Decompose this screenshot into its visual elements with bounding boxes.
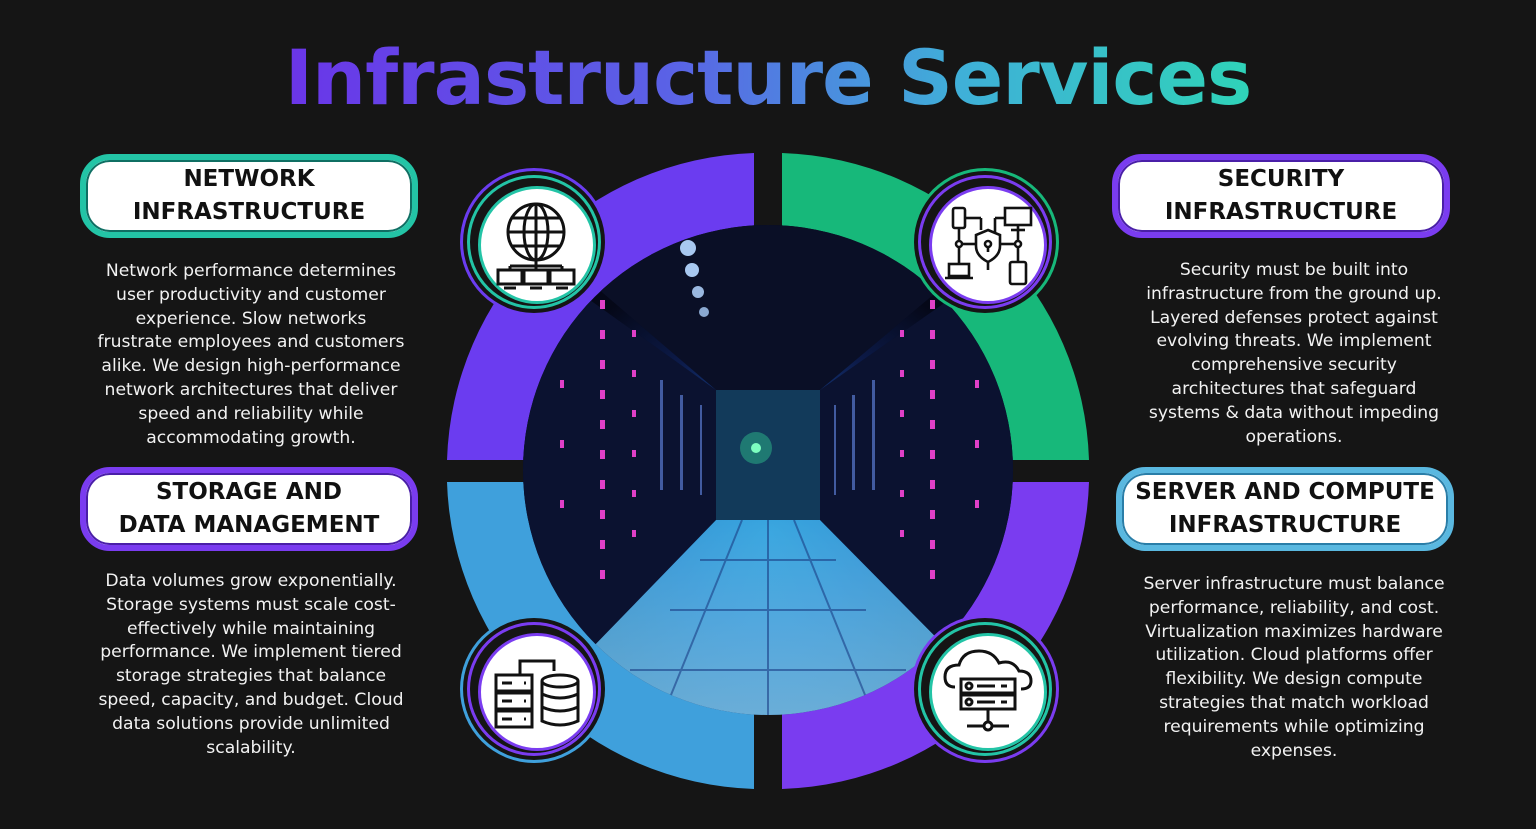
network-infrastructure-heading: NETWORK INFRASTRUCTURE [80,154,418,238]
network-desc-line: alike. We design high-performance [101,356,401,377]
page-title: Infrastructure Services [0,28,1536,128]
security-desc-line: Security must be built into [1179,260,1409,280]
storage-description: Data volumes grow exponentially. Storage… [76,570,426,760]
storage-desc-line: scalability. [206,737,296,758]
storage-desc-line: performance. We implement tiered [100,642,402,663]
server-heading-line-2: INFRASTRUCTURE [1168,512,1402,538]
storage-desc-line: Storage systems must scale cost- [106,594,396,615]
server-desc-line: strategies that match workload [1159,692,1429,713]
server-description: Server infrastructure must balance perfo… [1119,573,1469,763]
storage-heading-line-2: DATA MANAGEMENT [118,512,380,538]
server-heading-line-1: SERVER AND COMPUTE [1135,479,1435,505]
security-desc-line: infrastructure from the ground up. [1146,283,1442,304]
network-heading-line-2: INFRASTRUCTURE [132,199,366,225]
server-compute-heading: SERVER AND COMPUTE INFRASTRUCTURE [1116,467,1454,551]
cloud-server-icon [943,649,1033,732]
network-desc-line: experience. Slow networks [135,308,367,329]
security-network-icon [945,206,1033,286]
server-desc-line: expenses. [1250,740,1338,761]
datacenter-image [523,225,1013,715]
server-desc-line: Virtualization maximizes hardware [1145,621,1443,642]
security-heading-line-1: SECURITY [1217,166,1345,192]
network-icon-badge [467,175,601,309]
server-desc-line: utilization. Cloud platforms offer [1155,645,1433,666]
storage-heading-line-1: STORAGE AND [155,479,343,505]
network-desc-line: Network performance determines [105,261,397,281]
server-desc-line: requirements while optimizing [1163,716,1425,737]
storage-desc-line: effectively while maintaining [126,618,376,639]
security-desc-line: operations. [1245,426,1343,447]
page-title-text: Infrastructure Services [284,33,1253,122]
network-desc-line: network architectures that deliver [104,379,398,400]
server-desc-line: performance, reliability, and cost. [1148,597,1440,618]
network-description: Network performance determines user prod… [76,260,426,450]
storage-desc-line: Data volumes grow exponentially. [105,571,397,591]
security-heading-line-2: INFRASTRUCTURE [1164,199,1398,225]
storage-desc-line: speed, capacity, and budget. Cloud [98,689,404,710]
security-desc-line: comprehensive security [1191,355,1397,376]
security-desc-line: Layered defenses protect against [1150,307,1438,328]
server-desc-line: Server infrastructure must balance [1143,574,1445,594]
security-infrastructure-heading: SECURITY INFRASTRUCTURE [1112,154,1450,238]
globe-network-icon [496,202,576,290]
network-desc-line: speed and reliability while [138,403,364,424]
storage-desc-line: storage strategies that balance [115,666,387,687]
security-desc-line: architectures that safeguard [1171,378,1417,399]
network-desc-line: user productivity and customer [116,284,386,305]
server-desc-line: flexibility. We design compute [1165,669,1423,690]
network-desc-line: frustrate employees and customers [97,332,405,353]
storage-desc-line: data solutions provide unlimited [112,713,390,734]
database-server-icon [494,659,580,729]
storage-data-management-heading: STORAGE AND DATA MANAGEMENT [80,467,418,551]
security-description: Security must be built into infrastructu… [1119,259,1469,449]
security-desc-line: evolving threats. We implement [1156,331,1432,352]
security-icon-badge [918,175,1052,309]
security-desc-line: systems & data without impeding [1148,402,1440,423]
network-desc-line: accommodating growth. [146,427,356,448]
storage-icon-badge [467,622,601,756]
server-icon-badge [918,622,1052,756]
network-heading-line-1: NETWORK [183,166,315,192]
